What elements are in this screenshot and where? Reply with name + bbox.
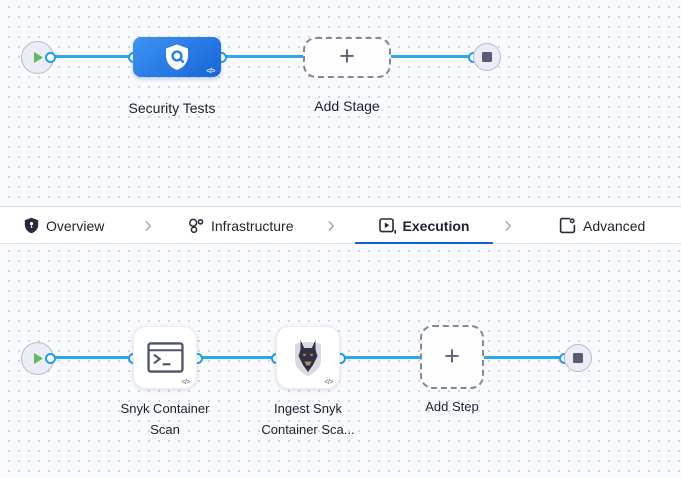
step-label-line: Ingest Snyk [274,401,342,416]
stage-graph-canvas[interactable]: </> + Security Tests Add Stage [0,0,681,206]
tab-infrastructure[interactable]: Infrastructure [187,207,293,244]
code-badge: </> [181,379,190,386]
pipeline-end-node [473,43,501,71]
stage-node-security-tests[interactable]: </> [133,37,221,77]
step-node-snyk-container-scan[interactable]: </> [133,326,197,389]
tab-label: Overview [46,217,105,234]
connector-line [53,55,135,58]
play-icon [33,52,43,63]
tab-advanced[interactable]: Advanced [559,207,645,244]
execution-end-node [564,344,592,372]
tab-execution[interactable]: Execution [355,207,493,245]
connector-port[interactable] [44,51,56,63]
step-label-line: Scan [150,422,180,437]
code-badge: </> [206,68,215,75]
advanced-icon [559,217,576,234]
chevron-right-icon [324,207,338,244]
step-label: Snyk Container Scan [95,398,235,440]
active-tab-underline [355,242,493,245]
step-node-ingest-snyk[interactable]: </> [276,326,340,389]
overview-shield-icon [24,217,39,234]
execution-graph-canvas[interactable]: </> </> + Snyk Container Scan [0,244,681,478]
tab-label: Execution [402,217,470,234]
connector-line [53,356,135,359]
connector-port[interactable] [44,352,56,364]
tab-overview[interactable]: Overview [24,207,104,244]
plus-icon: + [339,41,355,71]
connector-line [195,356,278,359]
connector-line [338,356,422,359]
connector-line [389,55,475,58]
execution-icon [378,217,396,234]
stop-icon [482,52,492,62]
tab-label: Advanced [583,217,646,234]
connector-line [219,55,305,58]
add-step-label: Add Step [425,399,479,414]
terminal-icon [146,342,184,373]
add-stage-button[interactable]: + [303,37,391,78]
chevron-right-icon [141,207,155,244]
stage-tabbar: Overview Infrastructure Execution [0,206,681,245]
snyk-dog-icon [295,339,321,376]
play-icon [33,353,43,364]
step-label-line: Snyk Container [120,401,210,416]
stage-label: Security Tests [128,100,216,116]
security-shield-icon [166,44,188,70]
plus-icon: + [444,340,460,371]
tab-label: Infrastructure [211,217,294,234]
connector-line [482,356,566,359]
step-label-line: Container Sca... [261,422,355,437]
add-stage-label: Add Stage [314,98,380,114]
chevron-right-icon [501,207,515,244]
bottom-strip [0,478,681,483]
step-label: Ingest Snyk Container Sca... [238,398,378,440]
add-step-button[interactable]: + [420,325,484,389]
infrastructure-icon [189,218,204,234]
stop-icon [573,353,583,363]
code-badge: </> [324,379,333,386]
